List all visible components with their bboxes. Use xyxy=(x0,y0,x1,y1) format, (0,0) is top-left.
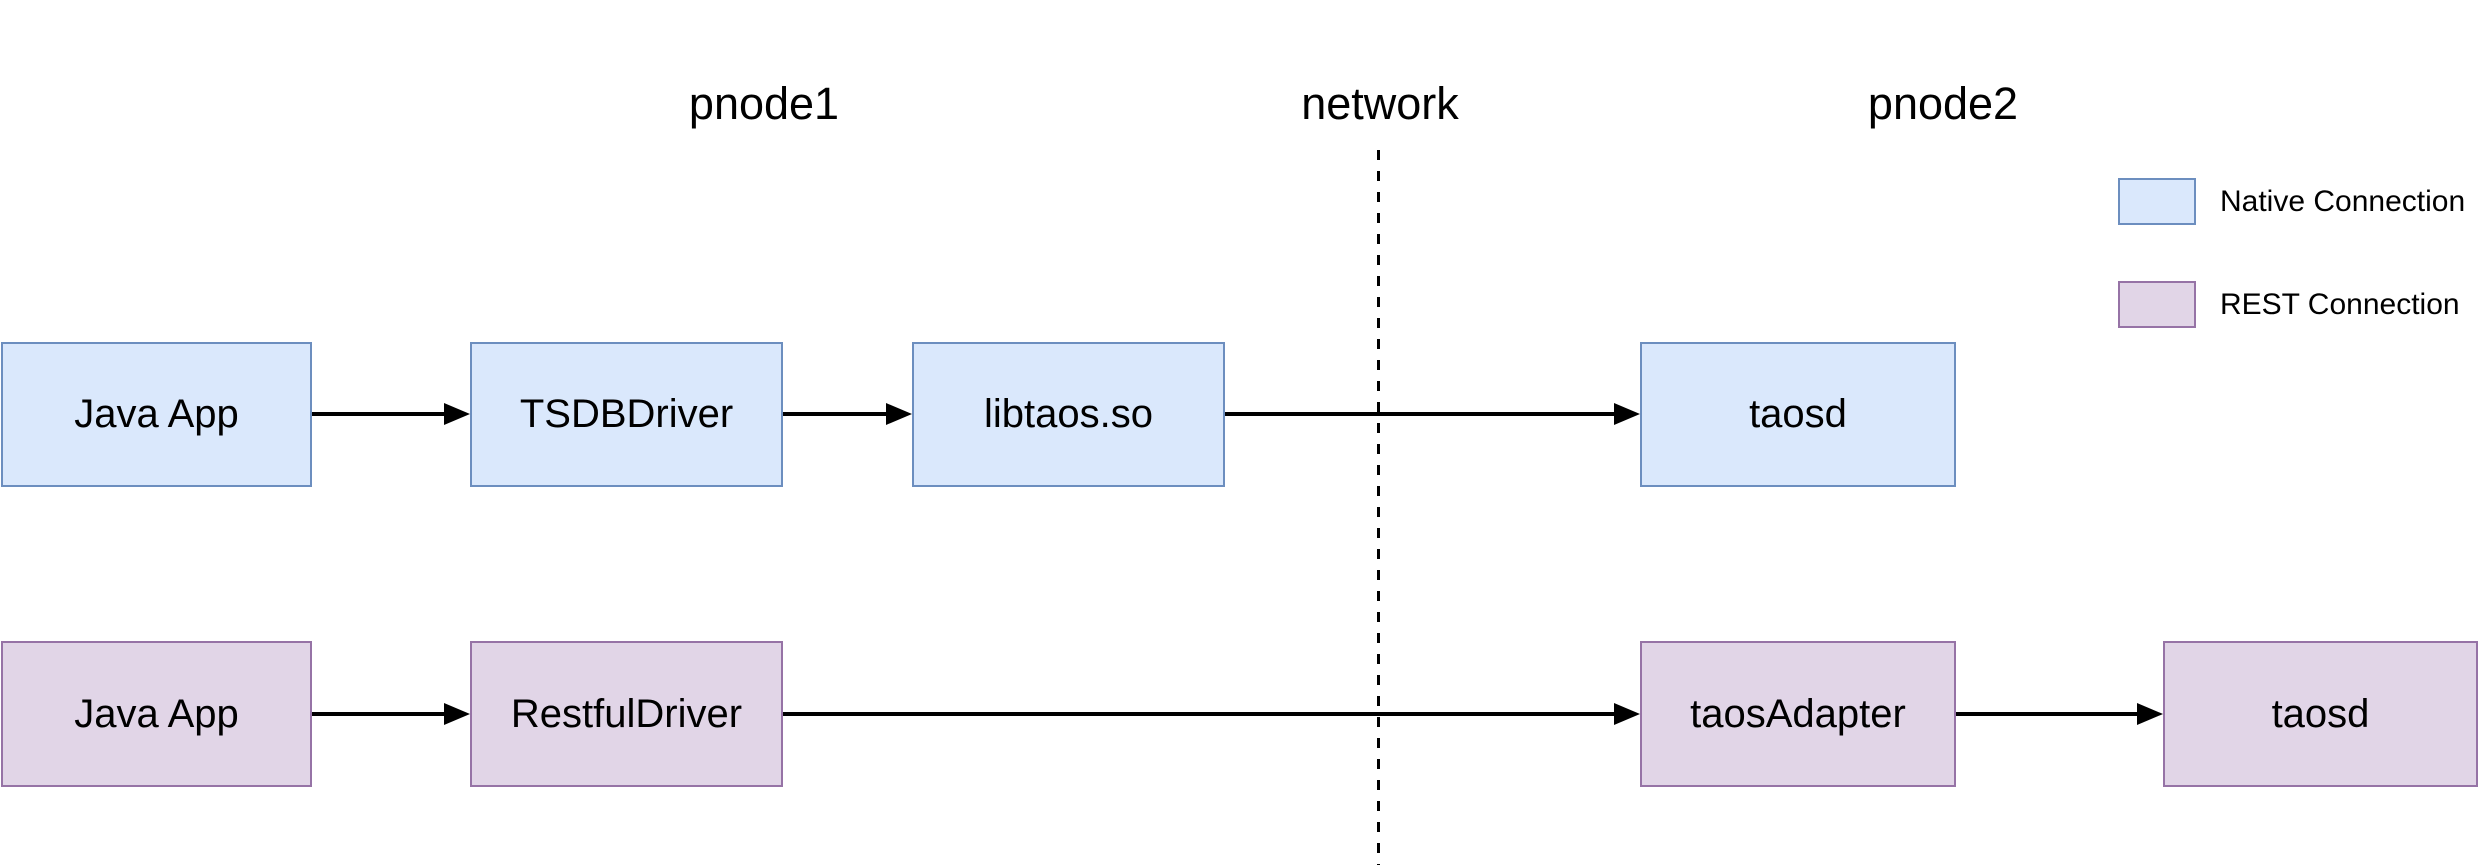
arrow-head-javaapp-to-tsdbdriver xyxy=(444,403,470,425)
legend-swatch-rest-connection xyxy=(2118,281,2196,328)
node-native-java-app: Java App xyxy=(1,342,312,487)
arrow-line-javaapp-to-tsdbdriver xyxy=(312,412,446,416)
zone-label-network: network xyxy=(1301,78,1459,129)
network-divider-dashed-line xyxy=(1377,150,1380,865)
arrow-head-javaapp-to-restfuldriver xyxy=(444,703,470,725)
arrow-head-tsdbdriver-to-libtaos xyxy=(886,403,912,425)
arrow-line-libtaos-to-taosd xyxy=(1225,412,1616,416)
arrow-head-restfuldriver-to-taosadapter xyxy=(1614,703,1640,725)
node-native-taosd: taosd xyxy=(1640,342,1956,487)
node-rest-taosd: taosd xyxy=(2163,641,2478,787)
arrow-line-javaapp-to-restfuldriver xyxy=(312,712,446,716)
legend-label-native-connection: Native Connection xyxy=(2220,184,2466,218)
zone-label-pnode2: pnode2 xyxy=(1867,78,2019,129)
node-native-tsdbdriver: TSDBDriver xyxy=(470,342,783,487)
node-rest-taosadapter: taosAdapter xyxy=(1640,641,1956,787)
node-native-libtaos-so: libtaos.so xyxy=(912,342,1225,487)
arrow-line-taosadapter-to-taosd xyxy=(1956,712,2139,716)
arrow-head-taosadapter-to-taosd xyxy=(2137,703,2163,725)
node-rest-restfuldriver: RestfulDriver xyxy=(470,641,783,787)
arrow-head-libtaos-to-taosd xyxy=(1614,403,1640,425)
legend-swatch-native-connection xyxy=(2118,178,2196,225)
arrow-line-tsdbdriver-to-libtaos xyxy=(783,412,888,416)
zone-label-pnode1: pnode1 xyxy=(688,78,840,129)
legend-label-rest-connection: REST Connection xyxy=(2220,287,2460,321)
arrow-line-restfuldriver-to-taosadapter xyxy=(783,712,1616,716)
node-rest-java-app: Java App xyxy=(1,641,312,787)
